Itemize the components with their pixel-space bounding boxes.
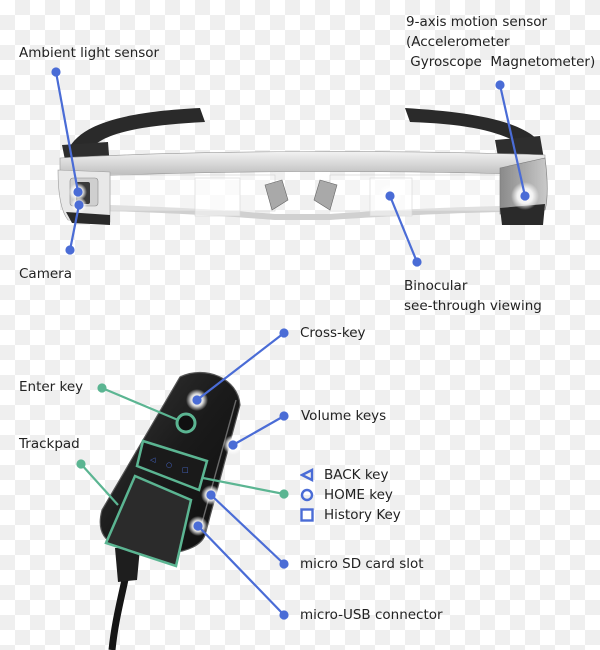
legend-home-key: HOME key [300, 485, 393, 505]
controller: ◁ ○ □ [99, 372, 241, 650]
label-see-through-viewing: see-through viewing [404, 298, 542, 314]
label-volume-keys: Volume keys [301, 408, 387, 424]
glasses-callout-lines [51, 67, 530, 267]
label-camera: Camera [19, 266, 72, 282]
label-enter-key: Enter key [19, 379, 84, 395]
controller-blue-callout-lines [192, 328, 289, 620]
legend-label: History Key [324, 507, 401, 523]
label-ambient-light-sensor: Ambient light sensor [19, 45, 160, 61]
legend-label: HOME key [324, 487, 393, 503]
smart-glasses [57, 108, 548, 225]
label-motion-sensor-title: 9-axis motion sensor [406, 14, 548, 30]
label-motion-sensor-detail-1: (Accelerometer [406, 34, 510, 50]
legend-history-key: History Key [300, 505, 401, 525]
legend-back-key: BACK key [300, 465, 388, 485]
square-icon [300, 508, 314, 522]
circle-icon [300, 488, 314, 502]
controller-green-callout-lines [76, 383, 289, 506]
label-micro-sd-slot: micro SD card slot [300, 556, 424, 572]
triangle-left-icon [300, 468, 314, 482]
svg-text:◁: ◁ [150, 456, 156, 464]
label-micro-usb-connector: micro-USB connector [300, 607, 443, 623]
svg-text:○: ○ [166, 461, 172, 469]
svg-text:□: □ [182, 466, 189, 474]
label-binocular: Binocular [404, 278, 468, 294]
label-cross-key: Cross-key [300, 325, 366, 341]
label-trackpad: Trackpad [19, 436, 80, 452]
legend-label: BACK key [324, 467, 389, 483]
label-motion-sensor-detail-2: Gyroscope Magnetometer) [406, 54, 596, 70]
